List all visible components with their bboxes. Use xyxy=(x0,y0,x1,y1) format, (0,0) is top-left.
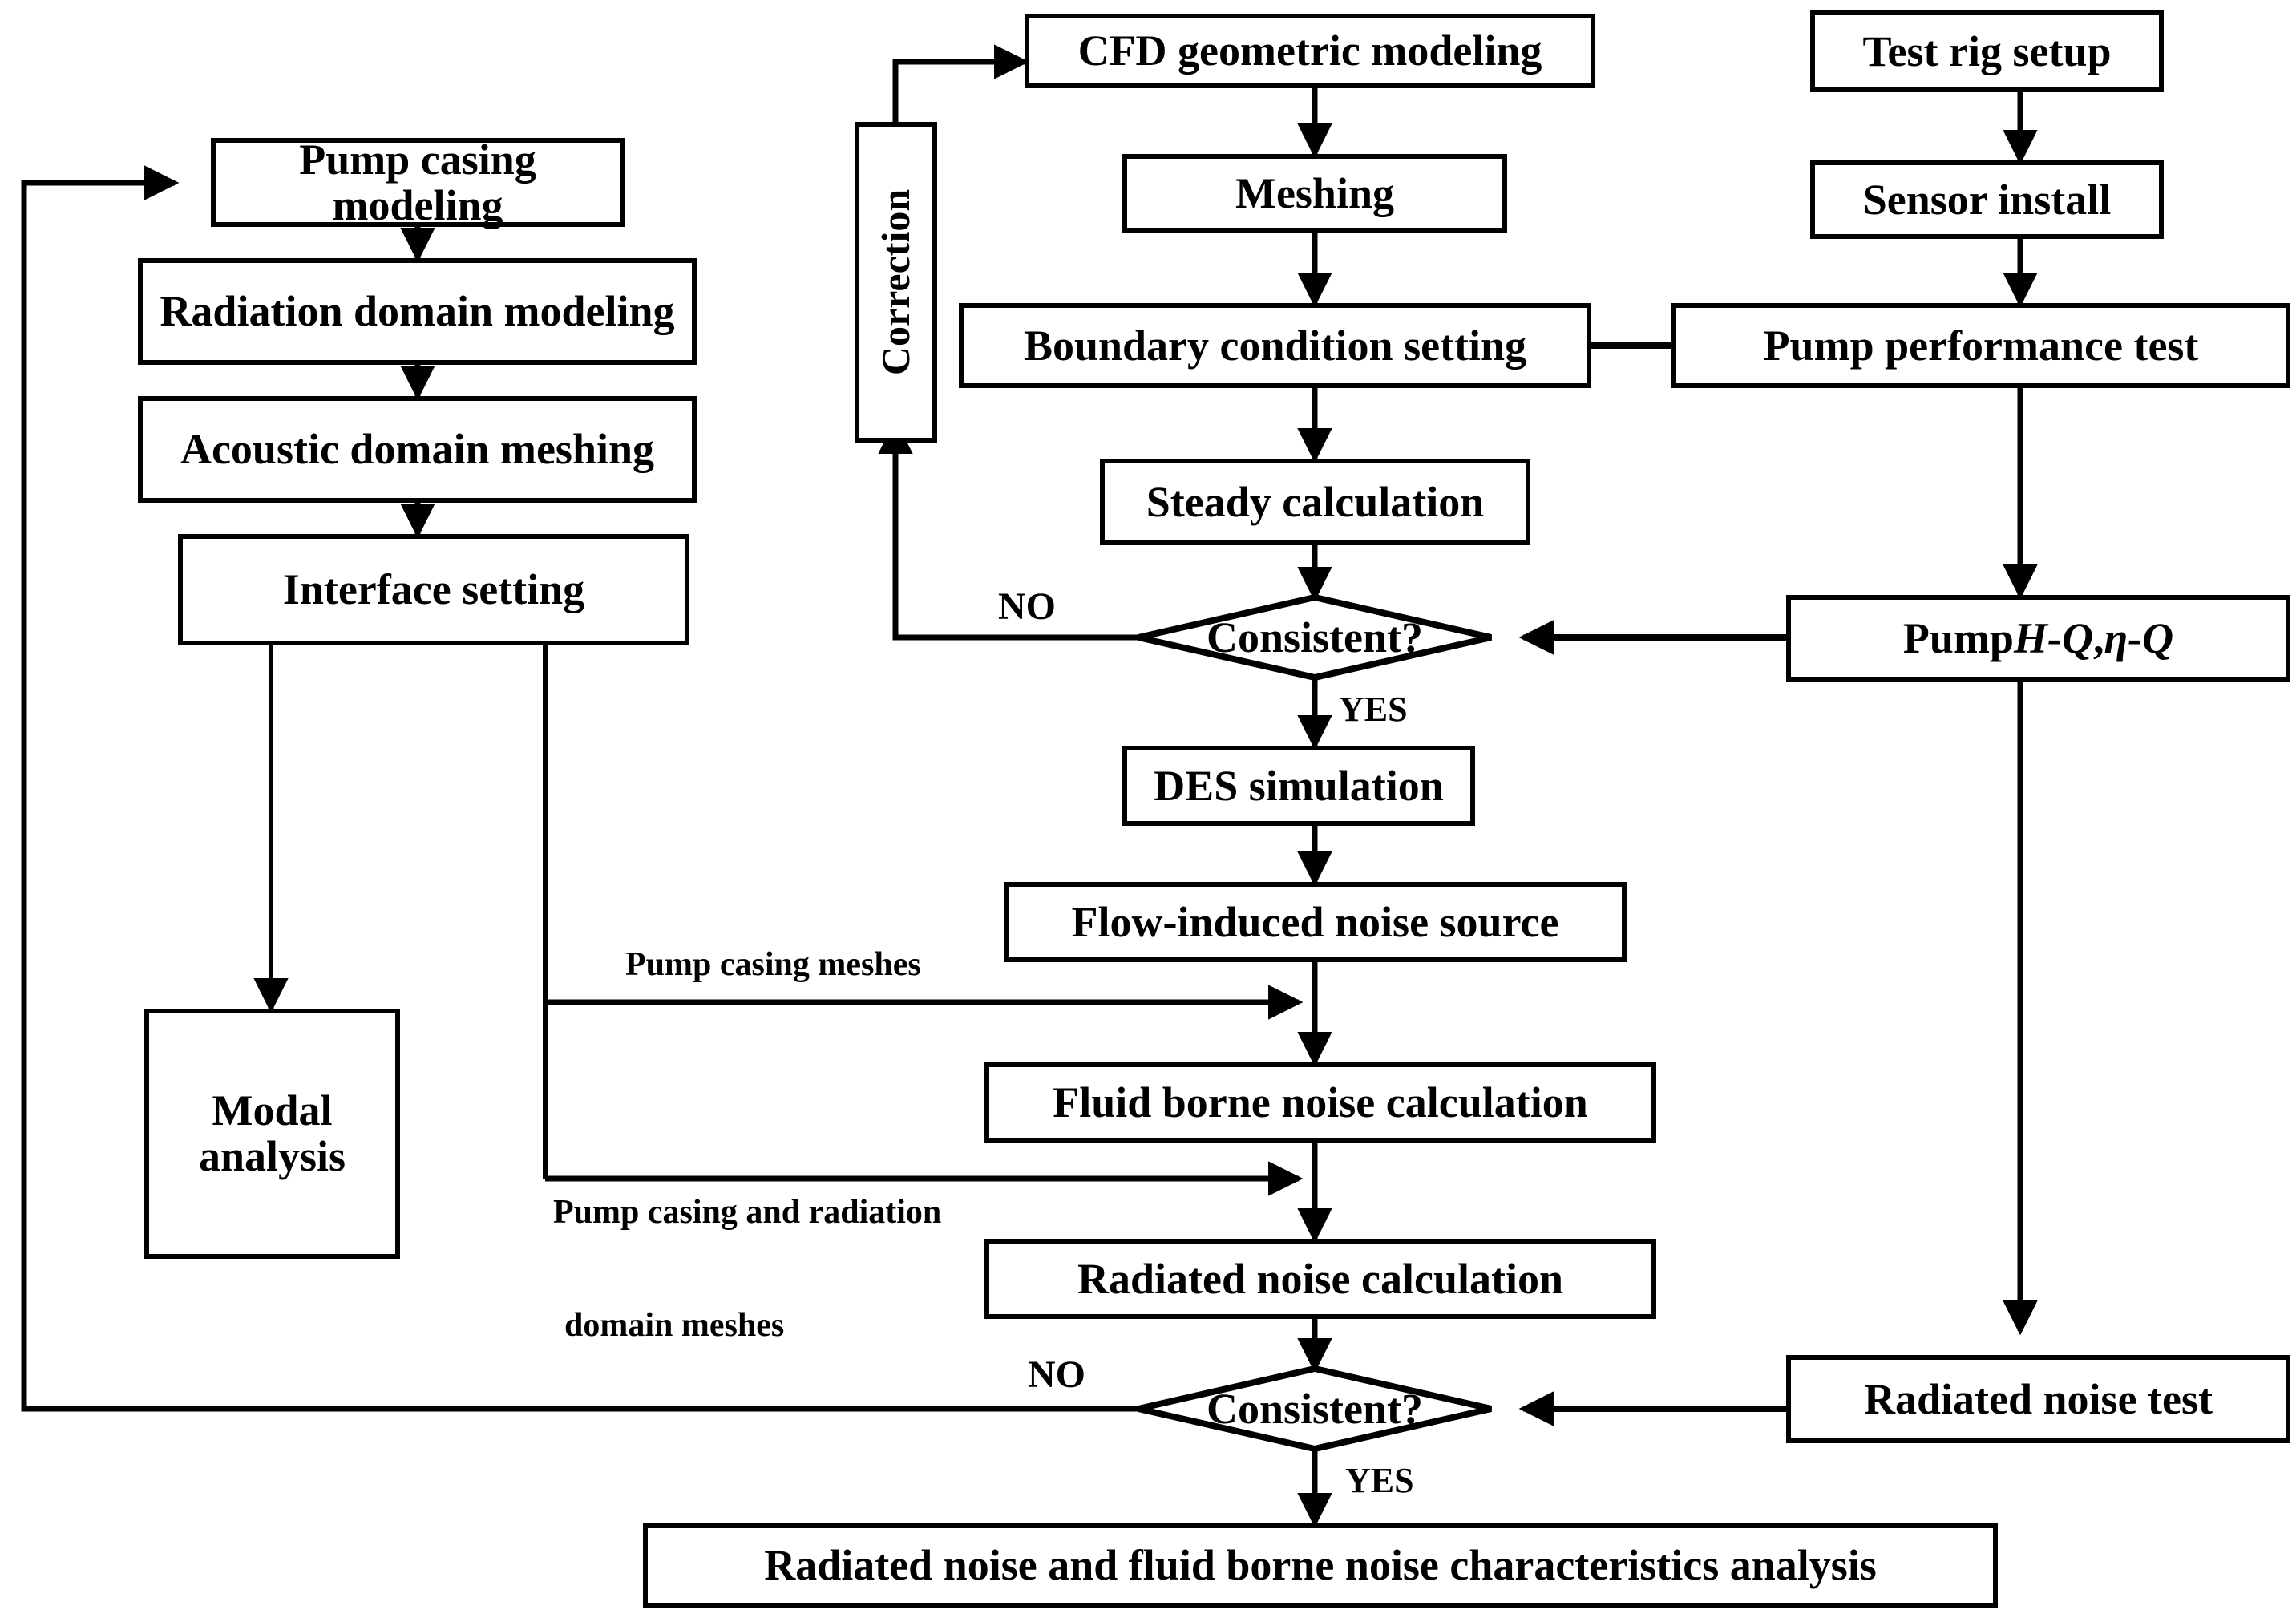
pump-hq-symbol-etaq: η-Q xyxy=(2104,613,2174,662)
node-steady-calculation[interactable]: Steady calculation xyxy=(1100,459,1530,545)
node-boundary-condition-setting[interactable]: Boundary condition setting xyxy=(959,303,1591,388)
node-test-rig-setup[interactable]: Test rig setup xyxy=(1810,10,2164,92)
node-sensor-install[interactable]: Sensor install xyxy=(1810,160,2164,239)
edge-label-pcrm-line-2: domain meshes xyxy=(564,1307,785,1345)
pump-hq-prefix: Pump xyxy=(1902,613,2014,662)
edge-label-yes-upper: YES xyxy=(1339,690,1408,729)
decision-diamond-upper-shape xyxy=(1138,593,1492,682)
edge-correction-to-cfd xyxy=(892,59,1014,122)
node-radiation-domain-modeling[interactable]: Radiation domain modeling xyxy=(138,258,697,365)
node-correction[interactable]: Correction xyxy=(855,122,937,443)
decision-consistent-lower-label: Consistent? xyxy=(1206,1384,1424,1433)
node-meshing[interactable]: Meshing xyxy=(1122,154,1507,233)
edge-lower-no-feedback xyxy=(21,180,1154,1412)
node-flow-induced-noise-source[interactable]: Flow-induced noise source xyxy=(1004,882,1627,962)
edge-label-pump-casing-meshes: Pump casing meshes xyxy=(625,946,921,983)
decision-consistent-lower[interactable]: Consistent? xyxy=(1138,1369,1491,1449)
modal-analysis-line-2: analysis xyxy=(198,1132,346,1180)
node-modal-analysis[interactable]: Modal analysis xyxy=(144,1009,400,1259)
pump-hq-symbol-hq: H-Q xyxy=(2013,613,2093,662)
decision-diamond-lower-shape xyxy=(1138,1365,1492,1453)
node-fluid-borne-noise-calculation[interactable]: Fluid borne noise calculation xyxy=(984,1062,1656,1143)
node-final-analysis[interactable]: Radiated noise and fluid borne noise cha… xyxy=(643,1523,1998,1608)
node-des-simulation[interactable]: DES simulation xyxy=(1122,746,1475,826)
decision-consistent-upper-label: Consistent? xyxy=(1206,613,1424,661)
node-pump-casing-modeling[interactable]: Pump casing modeling xyxy=(211,136,625,228)
node-cfd-geometric-modeling[interactable]: CFD geometric modeling xyxy=(1025,14,1595,88)
correction-label: Correction xyxy=(873,188,919,376)
decision-consistent-upper[interactable]: Consistent? xyxy=(1138,597,1491,678)
node-radiated-noise-calculation[interactable]: Radiated noise calculation xyxy=(984,1239,1656,1319)
node-pump-hq-etaq[interactable]: Pump H-Q, η-Q xyxy=(1786,595,2290,682)
edge-label-no-upper: NO xyxy=(998,585,1056,628)
edge-upper-no-to-correction xyxy=(892,443,1138,641)
node-radiated-noise-test[interactable]: Radiated noise test xyxy=(1786,1355,2290,1443)
edge-label-pcrm-line-1: Pump casing and radiation xyxy=(553,1194,942,1232)
node-pump-performance-test[interactable]: Pump performance test xyxy=(1671,303,2290,388)
edge-label-pump-casing-radiation-meshes: Pump casing and radiation domain meshes xyxy=(553,1118,941,1420)
node-interface-setting[interactable]: Interface setting xyxy=(178,534,689,645)
edge-label-no-lower: NO xyxy=(1028,1353,1085,1396)
node-acoustic-domain-meshing[interactable]: Acoustic domain meshing xyxy=(138,396,697,503)
modal-analysis-line-1: Modal xyxy=(212,1086,333,1135)
pump-hq-separator: , xyxy=(2092,613,2104,662)
edge-label-yes-lower: YES xyxy=(1345,1461,1414,1500)
